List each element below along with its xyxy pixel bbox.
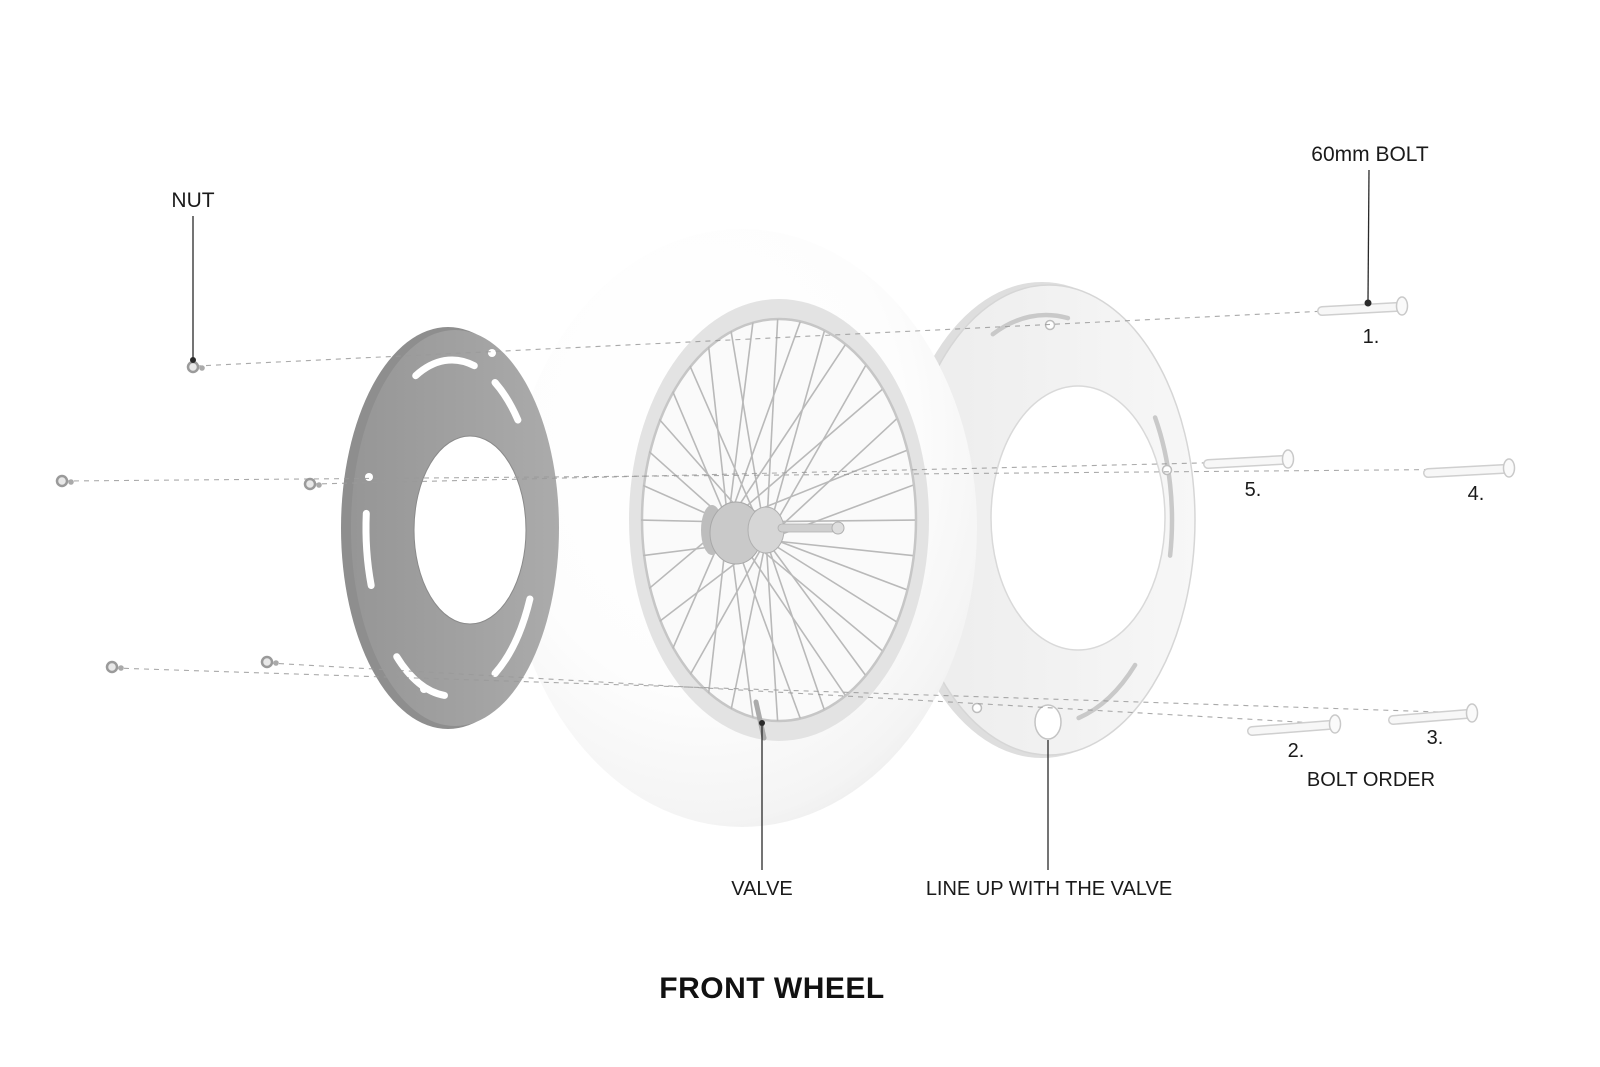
nut-3 xyxy=(303,477,322,491)
bolt-3-number: 3. xyxy=(1427,727,1444,749)
text-labels: NUT 60mm BOLT 1. 5. 4. 2. 3. BOLT ORDER … xyxy=(171,143,1484,1005)
axle xyxy=(777,523,837,533)
spoke xyxy=(765,539,900,625)
spoke xyxy=(727,319,804,523)
bolt-order-label: BOLT ORDER xyxy=(1307,769,1435,791)
left-disc-slots xyxy=(362,356,534,699)
bolt-5 xyxy=(1203,449,1295,469)
nut-pointer-dot xyxy=(190,357,196,363)
spoke xyxy=(765,539,869,680)
left-disc-center-hole xyxy=(413,435,527,625)
bolt-3 xyxy=(1388,703,1479,725)
right-disc-center-hole xyxy=(990,385,1166,651)
spoke xyxy=(765,539,779,721)
guide-line xyxy=(195,310,1327,367)
spoke xyxy=(727,319,755,523)
bolt-4-number: 4. xyxy=(1468,483,1485,505)
spoke xyxy=(765,539,915,557)
spoke xyxy=(765,415,900,541)
bolt-5-number: 5. xyxy=(1245,479,1262,501)
spoke xyxy=(707,340,729,523)
bolts xyxy=(1203,296,1516,736)
left-disc-cover xyxy=(341,327,559,729)
spoke xyxy=(765,361,869,541)
valve-label: VALVE xyxy=(731,878,793,900)
right-disc-cover xyxy=(893,282,1196,758)
spoke xyxy=(729,539,767,715)
guide-line xyxy=(268,662,1334,725)
spoke xyxy=(670,386,729,523)
bolt-2 xyxy=(1247,714,1342,736)
spoke xyxy=(765,325,827,541)
nut-2 xyxy=(55,474,74,488)
nuts xyxy=(55,360,322,674)
pointer-lines xyxy=(190,169,1372,870)
spoke xyxy=(727,386,886,523)
diagram-title: FRONT WHEEL xyxy=(659,972,884,1005)
valve-alignment-hole xyxy=(1034,704,1062,740)
bolt-pointer-line xyxy=(1367,169,1370,302)
guide-lines xyxy=(63,310,1505,725)
nut-1 xyxy=(186,360,205,374)
bolt-1 xyxy=(1317,296,1409,316)
lineup-label: LINE UP WITH THE VALVE xyxy=(926,878,1172,900)
spoke xyxy=(687,539,767,679)
spoke xyxy=(765,539,827,715)
guide-line xyxy=(311,460,1286,485)
bolt-2-number: 2. xyxy=(1288,740,1305,762)
valve-stem xyxy=(753,699,767,741)
spoke xyxy=(729,325,767,541)
spoke xyxy=(727,340,849,523)
nut-label: NUT xyxy=(171,189,214,212)
nut-4 xyxy=(105,660,124,674)
spoke xyxy=(765,319,779,541)
axle-end-cap xyxy=(831,521,845,535)
hub xyxy=(701,501,845,565)
bolt-60mm-label: 60mm BOLT xyxy=(1311,143,1429,166)
bolt-4 xyxy=(1423,458,1516,478)
guide-line xyxy=(63,468,1505,482)
guide-line xyxy=(113,667,1471,714)
valve-pointer-dot xyxy=(759,720,765,726)
bolt-1-number: 1. xyxy=(1363,326,1380,348)
nut-5 xyxy=(260,655,279,669)
bolt-pointer-dot xyxy=(1364,299,1372,307)
